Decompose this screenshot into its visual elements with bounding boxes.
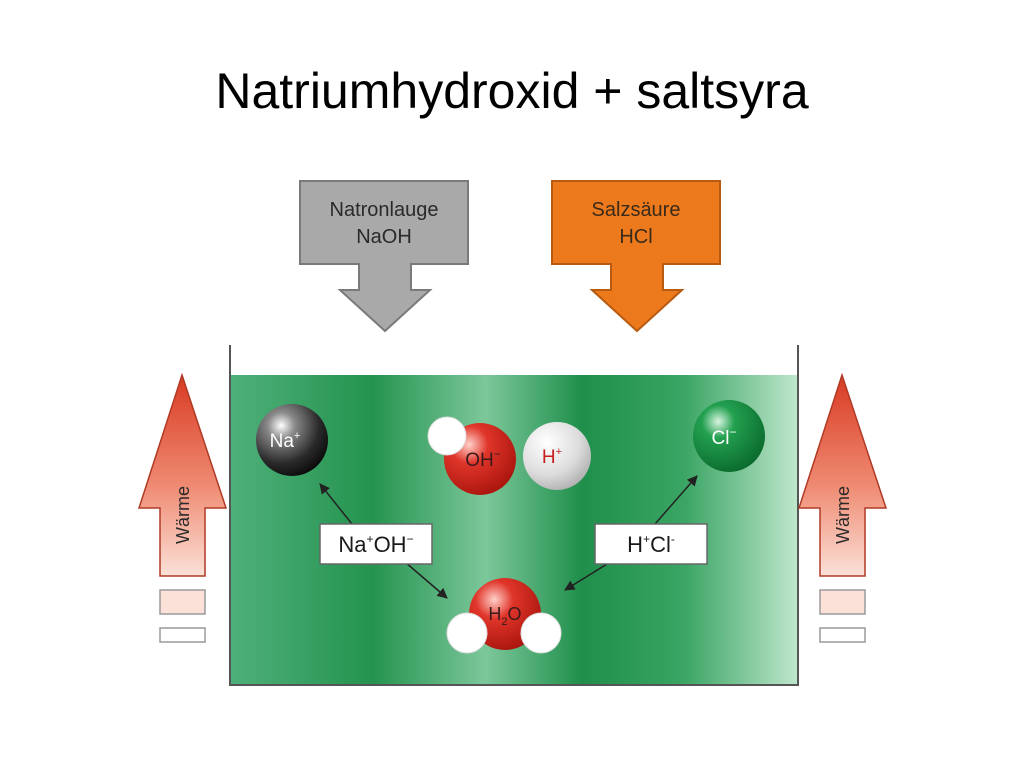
water-symbol-h: H [488, 604, 501, 624]
hcl-label-box: H+Cl- [594, 523, 708, 565]
svg-text:H+Cl-: H+Cl- [627, 532, 675, 557]
heat-label-left: Wärme [173, 486, 193, 544]
beaker-walls [229, 345, 799, 686]
slide-title: Natriumhydroxid + saltsyra [215, 63, 809, 119]
heat-arrow-right: Wärme [797, 372, 888, 643]
hcl-input-formula: HCl [619, 226, 652, 248]
hydroxide-ion-symbol: OH [465, 450, 494, 471]
svg-text:OH−: OH− [465, 447, 501, 471]
naoh-label-a-charge: + [367, 532, 374, 546]
sodium-ion-charge: + [294, 430, 300, 442]
chloride-ion: Cl− [693, 400, 765, 472]
hcl-input-name: Salzsäure [592, 199, 681, 221]
sodium-ion: Na+ [256, 404, 328, 476]
hcl-label-b-charge: - [671, 532, 675, 546]
heat-bar-right-1 [819, 589, 866, 615]
svg-text:H+: H+ [542, 446, 562, 468]
hcl-label-a: H [627, 532, 643, 557]
hcl-label-a-charge: + [643, 532, 650, 546]
water-symbol-o: O [508, 604, 522, 624]
naoh-label-box: Na+OH− [319, 523, 433, 565]
naoh-input-name: Natronlauge [330, 199, 439, 221]
naoh-label-b: OH [374, 532, 407, 557]
chloride-ion-charge: − [729, 425, 736, 439]
hydrogen-ion-symbol: H [542, 447, 556, 468]
svg-text:Na+OH−: Na+OH− [338, 532, 413, 557]
naoh-label-b-charge: − [407, 532, 414, 546]
hydrogen-ion-charge: + [556, 446, 562, 458]
hcl-input-arrow: Salzsäure HCl [551, 180, 721, 333]
heat-bar-right-2 [819, 627, 866, 643]
chloride-ion-symbol: Cl [712, 428, 730, 449]
hcl-label-b: Cl [650, 532, 671, 557]
arrow-naoh-to-sodium [319, 483, 353, 525]
sodium-ion-symbol: Na [270, 431, 295, 452]
arrow-hcl-to-chloride [654, 475, 698, 525]
hydroxide-ion-charge: − [494, 447, 501, 461]
svg-text:Cl−: Cl− [712, 425, 737, 449]
naoh-label-a: Na [338, 532, 367, 557]
heat-bar-left-2 [159, 627, 206, 643]
naoh-input-formula: NaOH [356, 226, 412, 248]
heat-label-right: Wärme [833, 486, 853, 544]
water-molecule: H2O [446, 578, 562, 654]
heat-arrow-left: Wärme [137, 372, 228, 643]
hydrogen-ion: H+ [523, 422, 591, 490]
naoh-input-arrow: Natronlauge NaOH [299, 180, 469, 333]
svg-text:H2O: H2O [488, 604, 521, 628]
hydroxide-ion: OH− [427, 416, 516, 495]
heat-bar-left-1 [159, 589, 206, 615]
arrow-naoh-to-water [404, 561, 448, 599]
water-symbol-sub: 2 [501, 616, 507, 628]
svg-text:Na+: Na+ [270, 430, 301, 452]
